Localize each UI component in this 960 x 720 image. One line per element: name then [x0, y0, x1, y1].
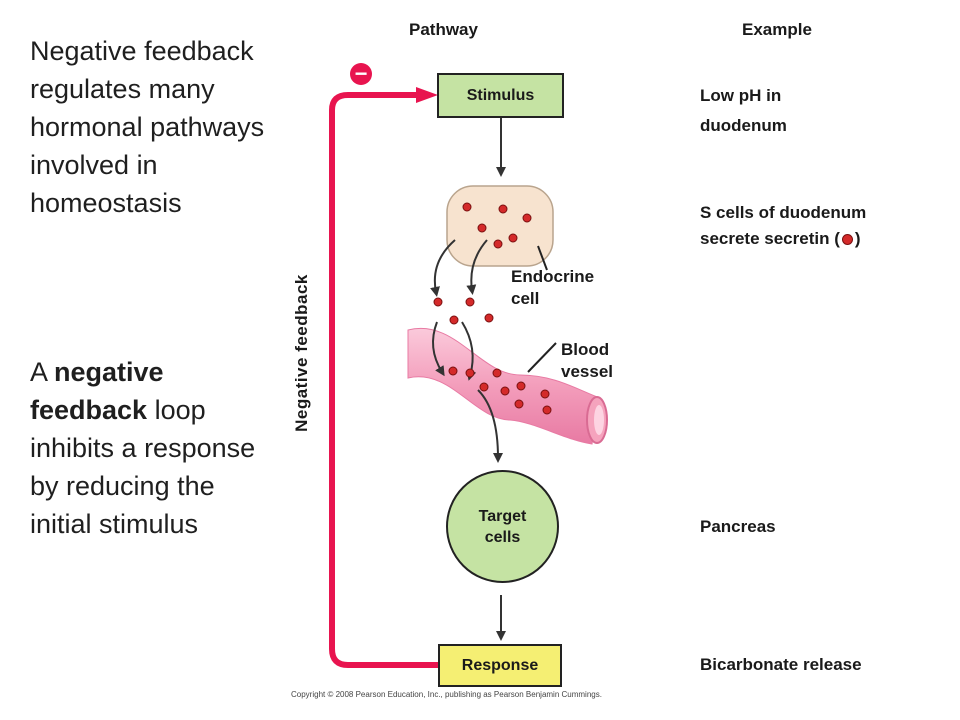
- hormone-dot: [498, 204, 508, 214]
- response-box: Response: [438, 644, 562, 687]
- definition-post: loop inhibits a response by reducing the…: [30, 395, 256, 539]
- endocrine-cell-label: Endocrine cell: [511, 266, 594, 310]
- secretin-dot-icon: [841, 234, 853, 246]
- negative-feedback-label: Negative feedback: [292, 274, 311, 432]
- example-endocrine-line1: S cells of duodenum: [700, 203, 867, 222]
- vessel-label-line2: vessel: [561, 362, 613, 381]
- example-target: Pancreas: [700, 517, 776, 536]
- target-label-line1: Target: [478, 507, 527, 525]
- inhibition-minus: −: [354, 61, 368, 86]
- example-heading: Example: [742, 20, 812, 39]
- copyright-notice: Copyright © 2008 Pearson Education, Inc.…: [291, 690, 602, 699]
- example-stimulus-line1: Low pH in: [700, 86, 782, 105]
- entry-arrow-left: [432, 321, 445, 377]
- intro-paragraph: Negative feedback regulates many hormona…: [30, 36, 265, 218]
- stimulus-box: Stimulus: [437, 73, 564, 118]
- hormone-dot: [514, 399, 524, 409]
- hormone-dot: [542, 405, 552, 415]
- hormone-dot: [449, 315, 459, 325]
- target-cells-circle: Target cells: [446, 470, 559, 583]
- hormone-dot: [516, 381, 526, 391]
- hormone-dot: [433, 297, 443, 307]
- hormone-dot: [479, 382, 489, 392]
- endocrine-cell-shape: [446, 185, 554, 267]
- feedback-loop-line: [329, 92, 441, 668]
- example-stimulus: Low pH in duodenum: [700, 81, 787, 141]
- hormone-dot: [465, 297, 475, 307]
- hormone-dot: [508, 233, 518, 243]
- vessel-label-line1: Blood: [561, 340, 610, 359]
- endocrine-label-line2: cell: [511, 289, 540, 308]
- example-stimulus-line2: duodenum: [700, 116, 787, 135]
- hormone-dot: [477, 223, 487, 233]
- secretion-arrow-right: [466, 239, 488, 295]
- stimulus-label: Stimulus: [466, 86, 535, 104]
- definition-paragraph: A negative feedback loop inhibits a resp…: [30, 353, 280, 543]
- secretion-arrow-left: [430, 239, 456, 297]
- example-endocrine-line2-post: ): [854, 229, 861, 248]
- example-endocrine-line2-pre: secrete secretin (: [700, 229, 840, 248]
- hormone-dot: [492, 368, 502, 378]
- vessel-pointer: [527, 342, 557, 373]
- target-label-line2: cells: [484, 528, 521, 546]
- vessel-lumen: [594, 405, 604, 435]
- endocrine-label-line1: Endocrine: [511, 267, 595, 286]
- hormone-dot: [540, 389, 550, 399]
- hormone-dot: [522, 213, 532, 223]
- pathway-heading: Pathway: [409, 20, 478, 39]
- example-response: Bicarbonate release: [700, 655, 862, 674]
- inhibition-sign-icon: [350, 63, 372, 85]
- example-endocrine: S cells of duodenum secrete secretin (): [700, 200, 866, 252]
- hormone-dot: [465, 368, 475, 378]
- hormone-dot: [493, 239, 503, 249]
- definition-term: negative feedback: [30, 357, 164, 425]
- hormone-dot: [448, 366, 458, 376]
- hormone-molecules: [433, 202, 552, 415]
- response-label: Response: [461, 656, 539, 674]
- feedback-arrowhead: [416, 87, 438, 103]
- endocrine-pointer: [537, 245, 548, 271]
- hormone-dot: [500, 386, 510, 396]
- hormone-dot: [484, 313, 494, 323]
- arrow-vessel-to-target: [477, 389, 503, 463]
- blood-vessel-label: Blood vessel: [561, 339, 613, 383]
- hormone-dot: [462, 202, 472, 212]
- definition-pre: A: [30, 357, 55, 387]
